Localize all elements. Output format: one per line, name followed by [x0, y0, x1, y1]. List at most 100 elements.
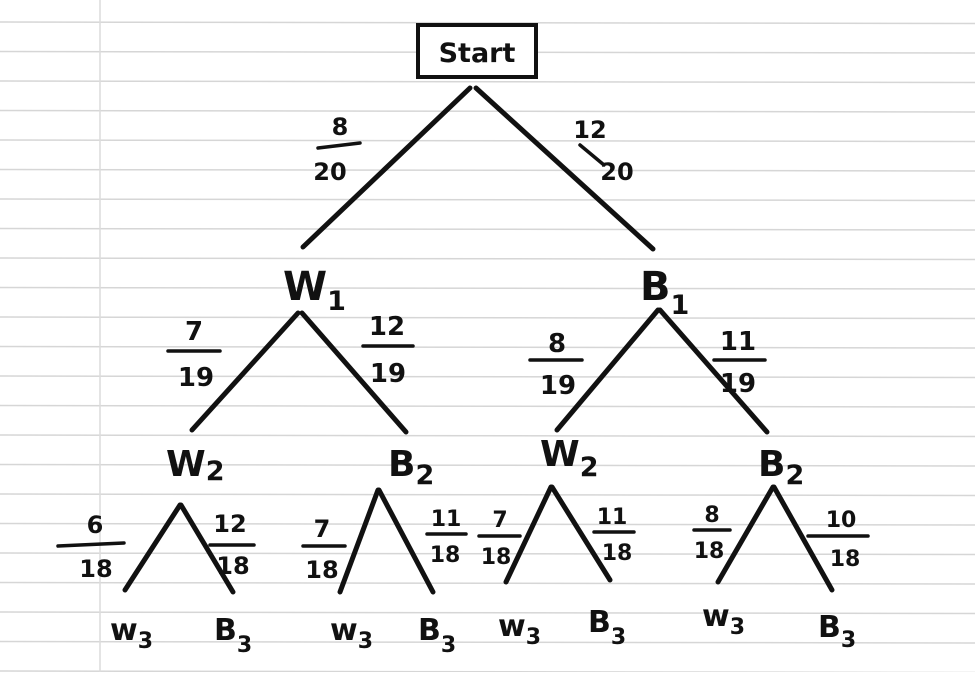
node-w2-left-sub: 2	[206, 456, 225, 487]
svg-text:B1: B1	[640, 264, 689, 321]
paper-rule-line	[0, 581, 975, 585]
edge-w2b-w3	[503, 484, 554, 585]
edge-w2b-b3	[549, 484, 613, 583]
prob-b1-b2-den: 19	[720, 369, 756, 399]
leaf-b3-4-sub: 3	[841, 628, 856, 653]
paper-rule-line	[0, 139, 975, 143]
prob-b1-w2: 8 19	[528, 329, 584, 401]
prob-b2-w3-d-den: 18	[694, 539, 725, 564]
node-w2-left: W2	[166, 444, 225, 487]
prob-start-b1-bar	[578, 143, 606, 167]
leaf-b3-4: B3	[818, 610, 856, 653]
edge-b2-w3	[337, 487, 381, 595]
prob-w2-w3-a-den: 18	[79, 555, 112, 583]
prob-start-w1: 8 20	[313, 113, 362, 186]
prob-w2-w3-a-bar	[56, 541, 126, 548]
node-b1-sub: 1	[671, 290, 690, 321]
node-w2-right-sub: 2	[580, 452, 599, 483]
prob-b2-w3-d: 8 18	[692, 503, 732, 564]
paper-rule-line	[0, 404, 975, 408]
prob-b2-w3-b: 7 18	[301, 515, 347, 584]
edge-w1-w2	[189, 310, 301, 433]
edge-b1-w2	[554, 307, 661, 433]
prob-start-b1: 12 20	[573, 116, 633, 186]
paper-rule-line	[0, 434, 975, 438]
svg-text:B3: B3	[418, 613, 456, 658]
paper-rule-line	[0, 640, 975, 644]
prob-w2-w3-c: 7 18	[477, 508, 522, 570]
paper-rule-line	[0, 227, 975, 231]
svg-text:B3: B3	[818, 610, 856, 653]
prob-w2-b3-a: 12 18	[208, 510, 256, 580]
tree-edges	[122, 85, 835, 595]
node-w2-right-letter: W	[540, 434, 580, 475]
prob-b2-b3-d-den: 18	[830, 547, 861, 572]
paper-rule-line	[0, 21, 975, 25]
edge-start-b1	[473, 85, 656, 252]
svg-text:B3: B3	[588, 605, 626, 650]
prob-start-w1-num: 8	[332, 113, 349, 141]
prob-w2-b3-c-den: 18	[602, 541, 633, 566]
prob-w1-b2-num: 12	[369, 312, 405, 342]
paper-rule-line	[0, 345, 975, 349]
prob-start-b1-den: 20	[600, 158, 633, 186]
prob-b2-b3-d-num: 10	[826, 508, 857, 533]
leaf-b3-2: B3	[418, 613, 456, 658]
paper-rule-line	[0, 522, 975, 526]
node-w2-right: W2	[540, 434, 599, 483]
node-b1: B1	[640, 264, 689, 321]
prob-start-w1-bar	[316, 141, 362, 150]
node-b1-letter: B	[640, 264, 671, 310]
svg-text:w3: w3	[110, 613, 153, 654]
node-b2-left-sub: 2	[415, 460, 434, 491]
edge-w2-w3	[122, 502, 183, 593]
paper-rule-line	[0, 286, 975, 290]
leaf-b3-3-sub: 3	[611, 625, 626, 650]
svg-text:B2: B2	[758, 444, 804, 491]
node-b2-right-sub: 2	[785, 460, 804, 491]
prob-b2-b3-b-den: 18	[430, 543, 461, 568]
leaf-b3-1-letter: B	[214, 613, 237, 648]
node-w2-left-letter: W	[166, 444, 206, 485]
prob-b1-b2: 11 19	[712, 327, 767, 399]
prob-w2-b3-a-num: 12	[213, 510, 246, 538]
prob-b1-w2-den: 19	[540, 371, 576, 401]
prob-start-b1-num: 12	[573, 116, 606, 144]
prob-w2-w3-a: 6 18	[56, 511, 126, 583]
edge-start-w1	[300, 85, 473, 250]
leaf-w3-2-sub: 3	[358, 629, 373, 654]
leaf-b3-2-letter: B	[418, 613, 441, 648]
leaf-w3-2: w3	[330, 613, 373, 654]
prob-w2-b3-c: 11 18	[592, 505, 636, 566]
leaf-w3-3-letter: w	[498, 609, 526, 644]
paper-rule-line	[0, 316, 975, 320]
node-b2-right: B2	[758, 444, 804, 491]
leaf-b3-3-letter: B	[588, 605, 611, 640]
prob-b2-b3-b: 11 18	[425, 507, 468, 568]
prob-w1-b2-den: 19	[370, 359, 406, 389]
svg-text:w3: w3	[702, 599, 745, 640]
prob-start-w1-den: 20	[313, 158, 346, 186]
paper-rule-line	[0, 168, 975, 172]
node-b2-right-letter: B	[758, 444, 785, 485]
prob-w2-b3-a-den: 18	[216, 552, 249, 580]
leaf-w3-1-letter: w	[110, 613, 138, 648]
leaf-w3-1: w3	[110, 613, 153, 654]
paper-rule-line	[0, 198, 975, 202]
leaf-w3-4-letter: w	[702, 599, 730, 634]
notebook-paper-lines	[0, 21, 975, 674]
prob-w1-w2: 7 19	[166, 317, 222, 393]
prob-b1-w2-num: 8	[548, 329, 566, 359]
paper-rule-line	[0, 109, 975, 113]
start-node: Start	[416, 23, 538, 79]
leaf-w3-3: w3	[498, 609, 541, 650]
edge-b1-b2	[657, 307, 770, 435]
node-b2-left: B2	[388, 444, 434, 491]
svg-text:w3: w3	[330, 613, 373, 654]
paper-rule-line	[0, 463, 975, 467]
paper-rule-line	[0, 493, 975, 497]
prob-b2-b3-b-num: 11	[431, 507, 462, 532]
leaf-w3-1-sub: 3	[138, 629, 153, 654]
